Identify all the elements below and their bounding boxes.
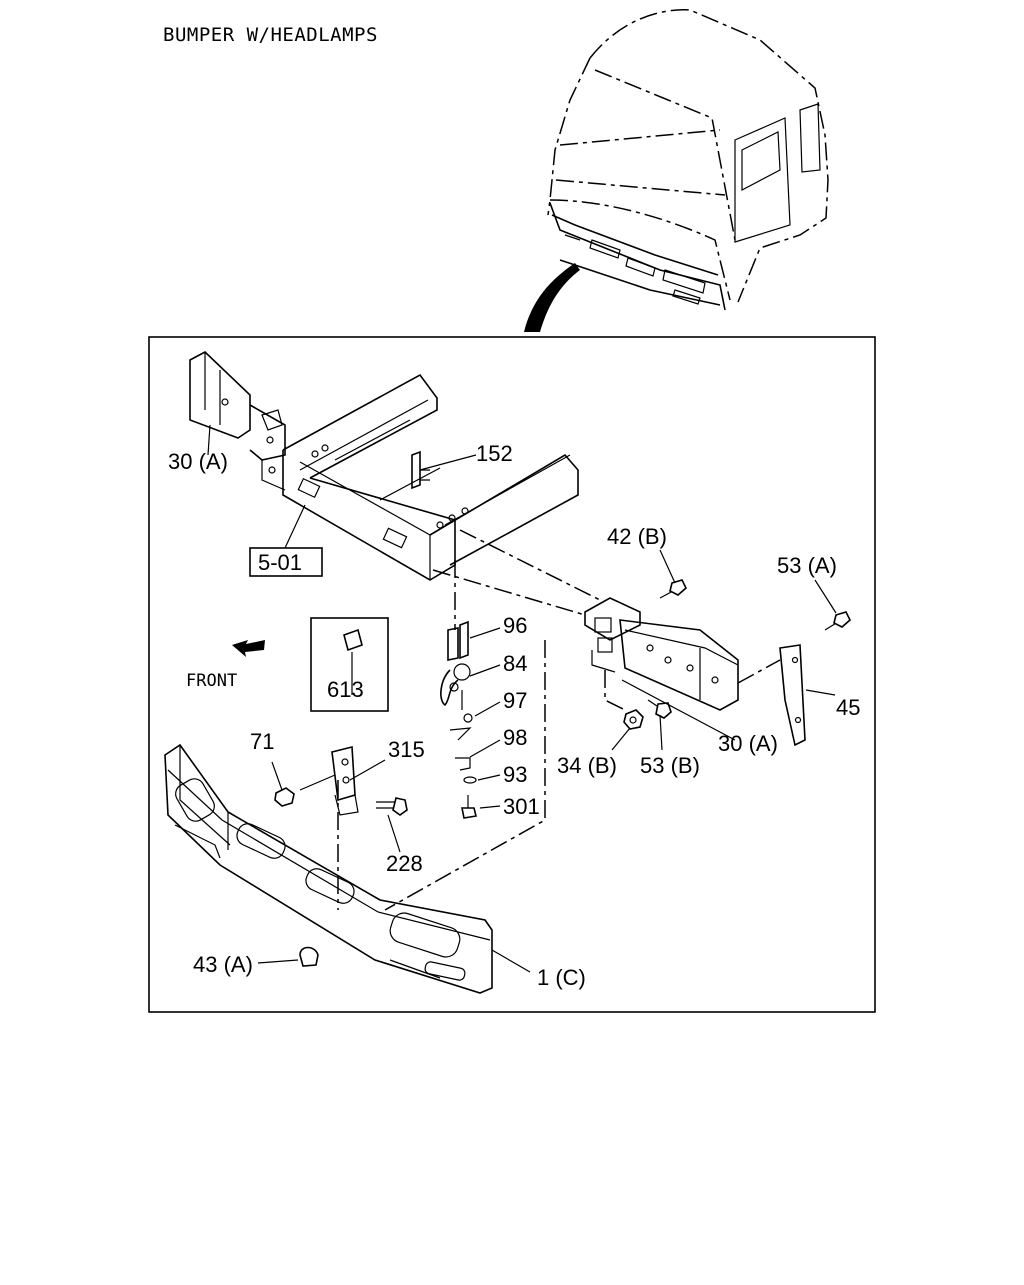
label-501-box	[249, 547, 323, 577]
label-152: 152	[476, 441, 513, 466]
bolt-42b-icon	[659, 579, 687, 599]
label-96: 96	[503, 613, 527, 638]
label-45: 45	[836, 695, 860, 720]
bolt-53a-icon	[824, 611, 851, 631]
label-97: 97	[503, 688, 527, 713]
label-301: 301	[503, 794, 540, 819]
label-53a: 53 (A)	[777, 553, 837, 578]
bracket-315-illustration	[299, 745, 359, 816]
label-42b: 42 (B)	[607, 524, 667, 549]
diagram-title: BUMPER W/HEADLAMPS	[163, 24, 378, 46]
bumper-illustration	[164, 743, 493, 994]
label-30a-left: 30 (A)	[168, 449, 228, 474]
truck-cab-illustration	[524, 9, 829, 332]
clip-613-inset	[310, 617, 389, 712]
label-front: FRONT	[186, 671, 237, 691]
label-98: 98	[503, 725, 527, 750]
front-arrow-icon	[232, 640, 265, 657]
tow-hook-parts-illustration	[440, 620, 477, 819]
nut-34b-icon	[623, 709, 644, 730]
label-34b: 34 (B)	[557, 753, 617, 778]
bracket-45-illustration	[779, 644, 806, 747]
label-30a-right: 30 (A)	[718, 731, 778, 756]
detail-frame	[148, 336, 876, 1013]
clip-43a-icon	[299, 946, 319, 967]
label-93: 93	[503, 762, 527, 787]
leader-lines	[207, 424, 837, 973]
bolt-71-icon	[274, 787, 295, 807]
label-613: 613	[327, 677, 364, 702]
label-53b: 53 (B)	[640, 753, 700, 778]
label-1c: 1 (C)	[537, 965, 586, 990]
label-315: 315	[388, 737, 425, 762]
label-228: 228	[386, 851, 423, 876]
chassis-frame-illustration	[189, 351, 579, 581]
right-bracket-illustration	[584, 597, 739, 711]
label-43a: 43 (A)	[193, 952, 253, 977]
label-501: 5-01	[258, 550, 302, 575]
bolt-228-icon	[376, 797, 408, 816]
label-71: 71	[250, 729, 274, 754]
label-84: 84	[503, 651, 527, 676]
